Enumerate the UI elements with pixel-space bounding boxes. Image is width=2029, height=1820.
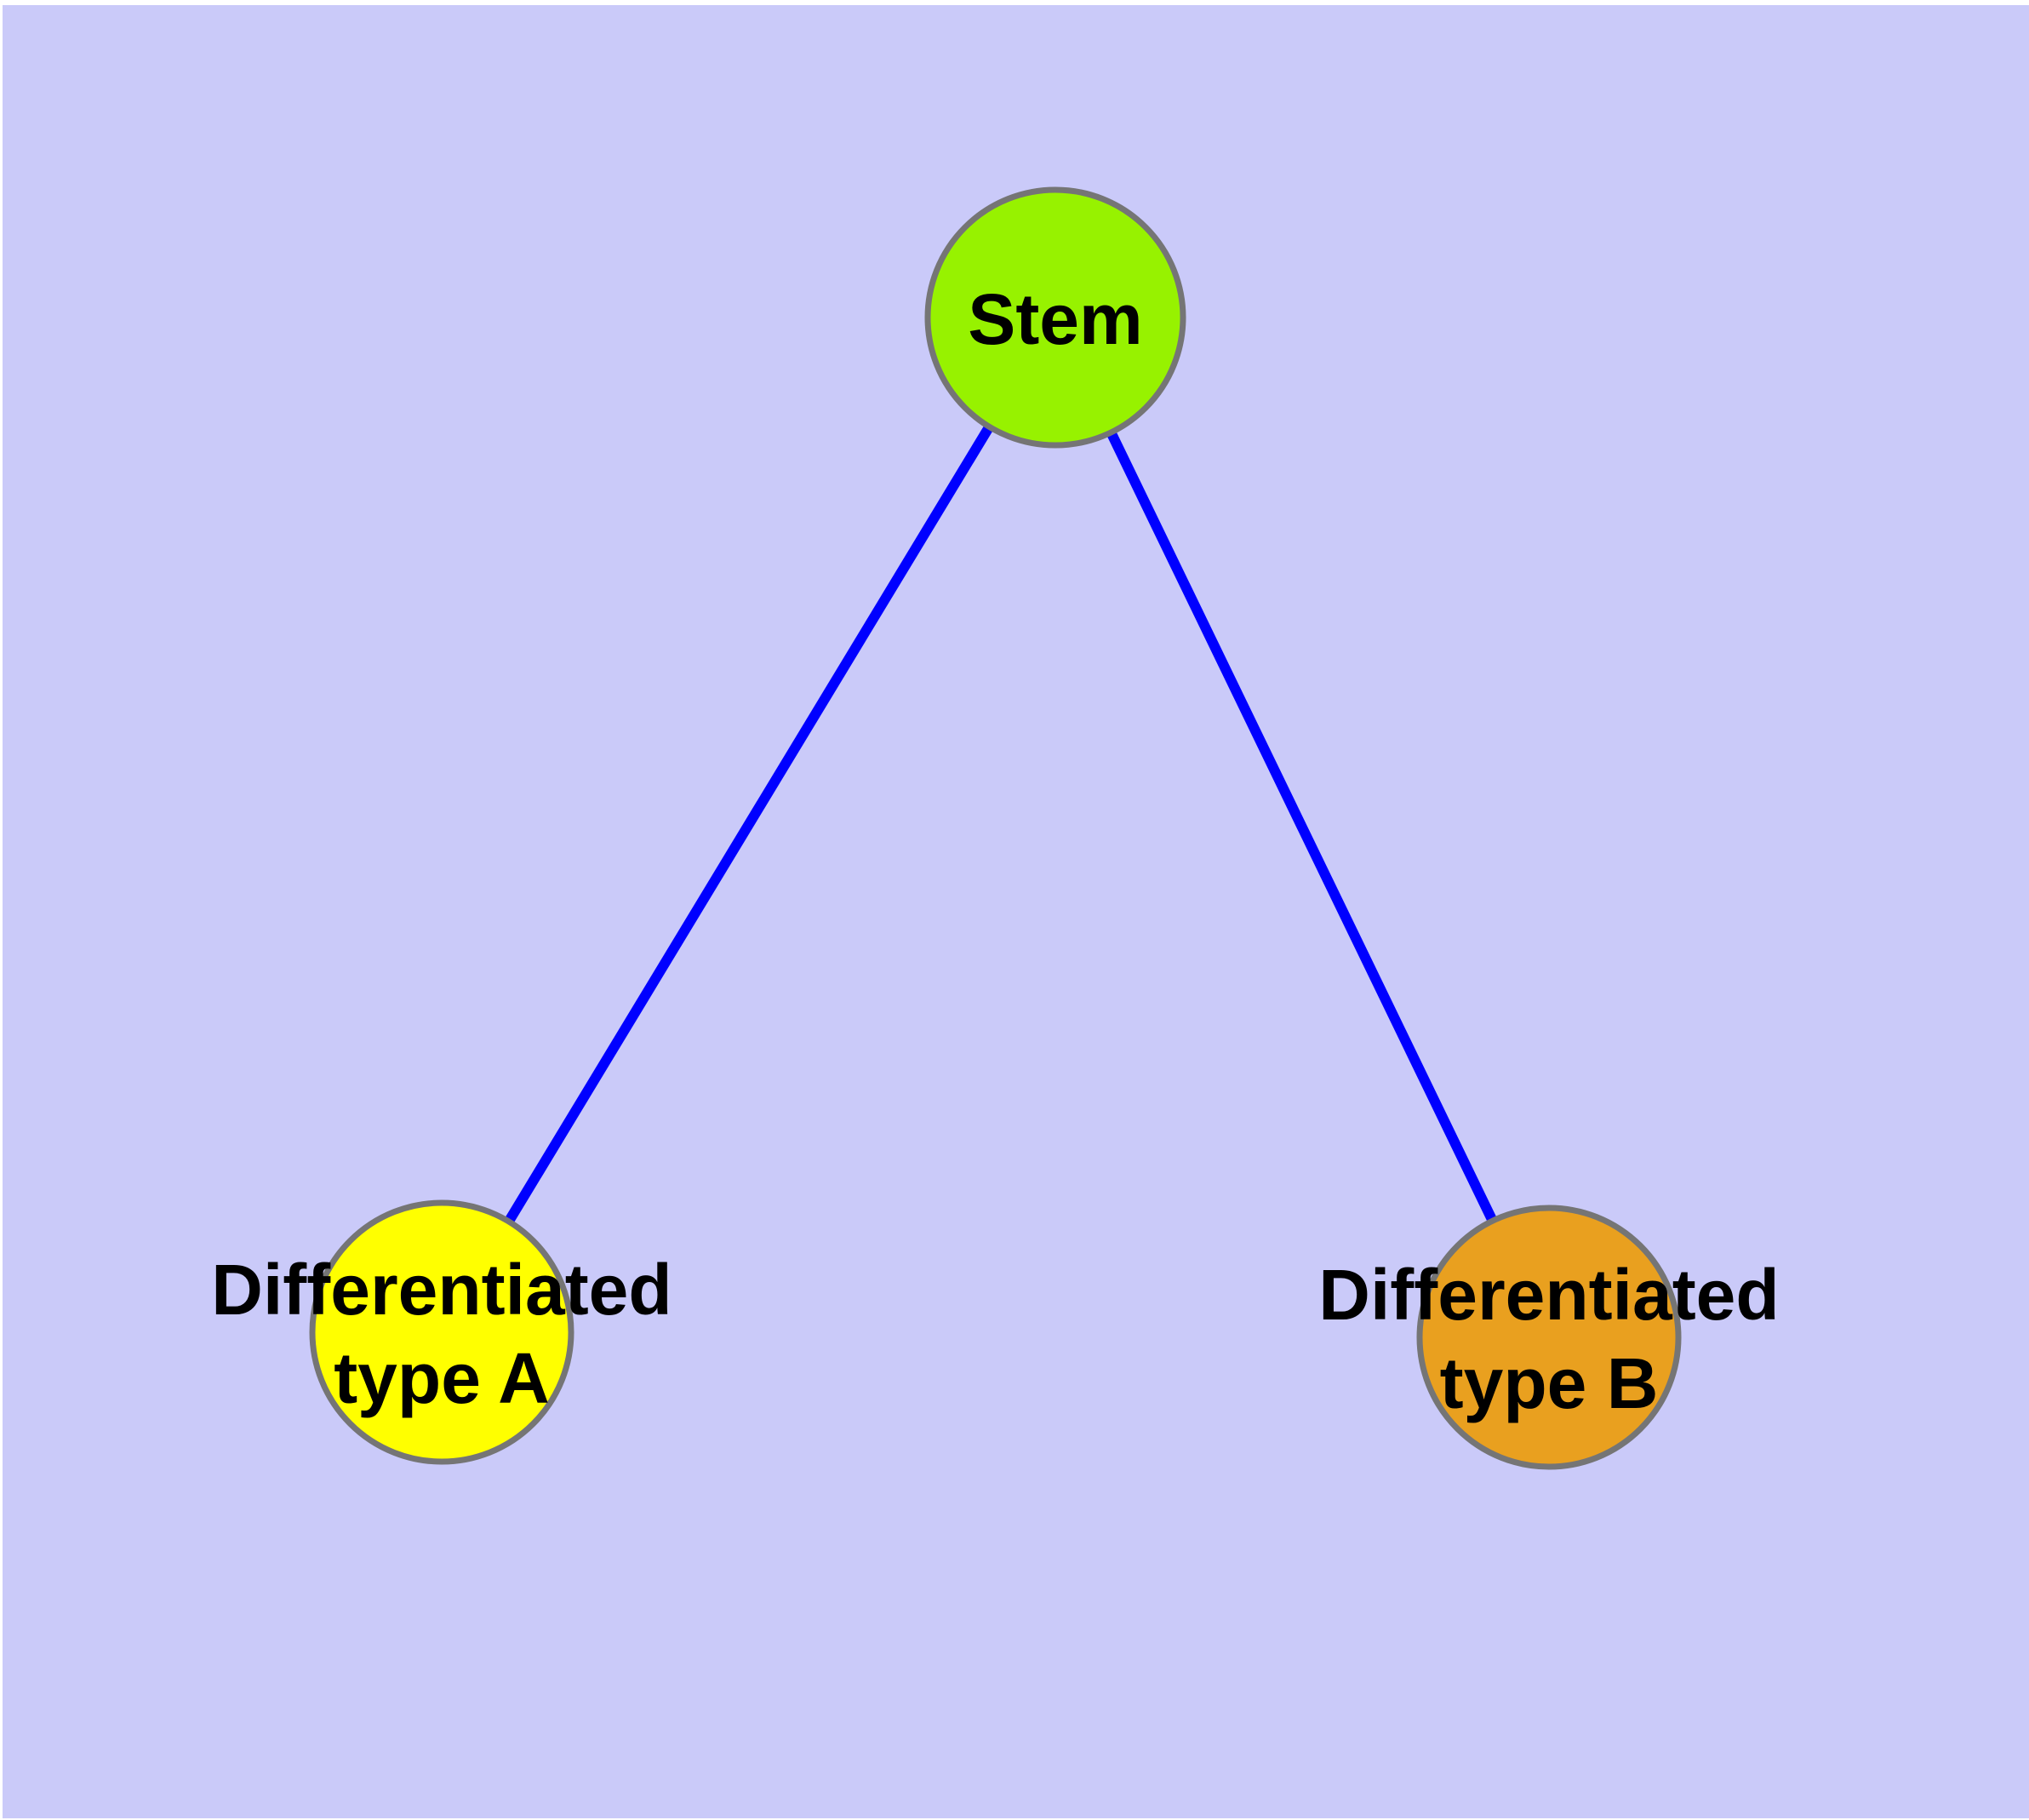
edge-stem-to-type-a	[437, 314, 1060, 1336]
node-type-b-label-line1: Differentiated	[1318, 1255, 1779, 1335]
node-type-b-label-line2: type B	[1440, 1343, 1659, 1423]
node-differentiated-type-b[interactable]: Differentiated type B	[1318, 1205, 1780, 1470]
node-type-a-circle[interactable]	[309, 1199, 574, 1465]
node-stem-label: Stem	[968, 279, 1142, 359]
node-type-b-circle[interactable]	[1416, 1205, 1682, 1470]
node-stem-circle[interactable]	[924, 186, 1186, 449]
node-type-a-label-line2: type A	[334, 1338, 550, 1418]
node-differentiated-type-a[interactable]: Differentiated type A	[211, 1199, 672, 1465]
node-stem[interactable]: Stem	[924, 186, 1186, 449]
node-type-a-label-line1: Differentiated	[211, 1250, 672, 1330]
edge-stem-to-type-b	[1050, 315, 1554, 1340]
